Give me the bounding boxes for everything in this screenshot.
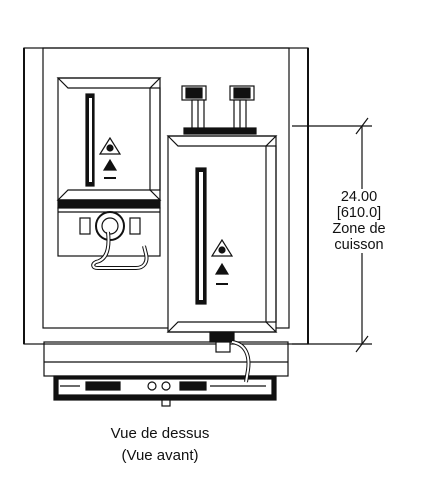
dimension-inches: 24.00 (314, 189, 404, 205)
control-base-strip (53, 375, 277, 407)
dimension-label-line1: Zone de (314, 221, 404, 237)
lower-heater-module (166, 135, 278, 333)
dimension-millimeters: [610.0] (314, 205, 404, 221)
cooking-zone-dimension-line (292, 117, 372, 353)
caption-title: Vue de dessus (110, 425, 210, 442)
dimension-label-line2: cuisson (314, 237, 404, 253)
top-connectors (181, 85, 257, 135)
upper-heater-module (56, 77, 162, 201)
right-hose (209, 331, 251, 383)
caption-subtitle: (Vue avant) (121, 447, 199, 464)
